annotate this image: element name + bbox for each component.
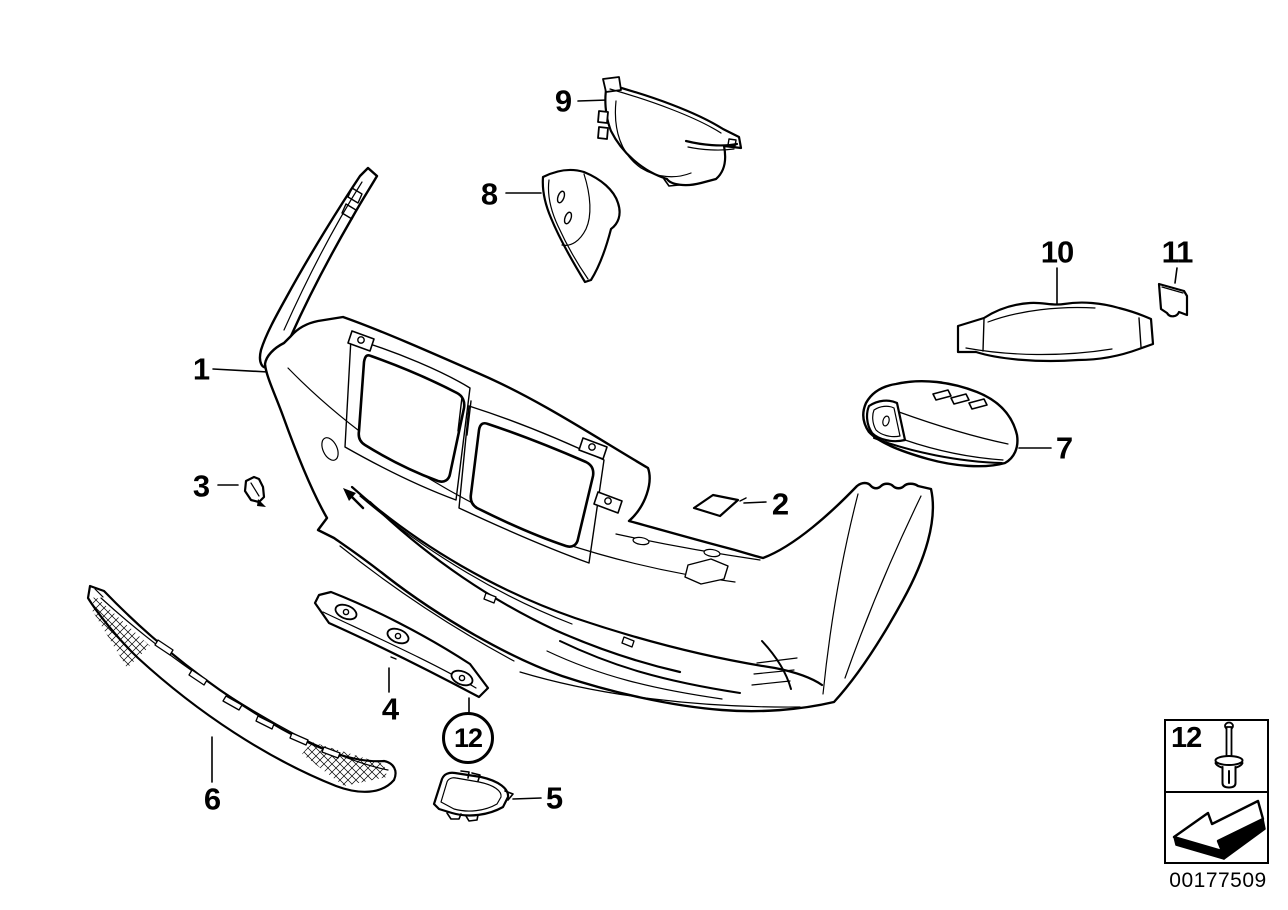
part-3-cap-drawing[interactable] bbox=[243, 475, 266, 507]
callout-5[interactable]: 5 bbox=[545, 780, 563, 816]
part-6-lower-grille-drawing[interactable] bbox=[86, 584, 397, 793]
callout-6[interactable]: 6 bbox=[203, 781, 221, 817]
part-7-air-duct-scoop-drawing[interactable] bbox=[862, 379, 1019, 468]
part-10-support-bracket-drawing[interactable] bbox=[956, 301, 1155, 363]
document-number: 00177509 bbox=[1169, 869, 1267, 892]
callout-3[interactable]: 3 bbox=[192, 468, 210, 504]
callout-12-circled[interactable]: 12 bbox=[442, 712, 494, 764]
part-1-bumper-trim-drawing[interactable] bbox=[258, 166, 935, 713]
part-8-air-duct-drawing[interactable] bbox=[541, 168, 621, 284]
part-5-closing-cover-drawing[interactable] bbox=[432, 770, 514, 822]
callout-7[interactable]: 7 bbox=[1055, 430, 1073, 466]
legend-direction-cell bbox=[1166, 793, 1267, 861]
callout-1[interactable]: 1 bbox=[192, 351, 210, 387]
part-4-filler-strip-drawing[interactable] bbox=[313, 590, 490, 699]
part-2-cover-drawing[interactable] bbox=[692, 493, 747, 518]
callout-8[interactable]: 8 bbox=[480, 176, 498, 212]
callout-10[interactable]: 10 bbox=[1040, 234, 1074, 270]
installation-direction-arrow-icon bbox=[1172, 799, 1266, 860]
legend-item-number: 12 bbox=[1171, 722, 1202, 754]
part-9-air-duct-housing-drawing[interactable] bbox=[597, 76, 743, 187]
blind-rivet-icon bbox=[1214, 721, 1244, 789]
callout-9[interactable]: 9 bbox=[554, 83, 572, 119]
part-11-foil-drawing[interactable] bbox=[1157, 282, 1189, 318]
callout-11[interactable]: 11 bbox=[1161, 234, 1194, 270]
legend-fastener-cell: 12 bbox=[1166, 721, 1267, 793]
legend-box: 12 bbox=[1164, 719, 1269, 864]
callout-2[interactable]: 2 bbox=[771, 486, 789, 522]
callout-4[interactable]: 4 bbox=[381, 691, 399, 727]
